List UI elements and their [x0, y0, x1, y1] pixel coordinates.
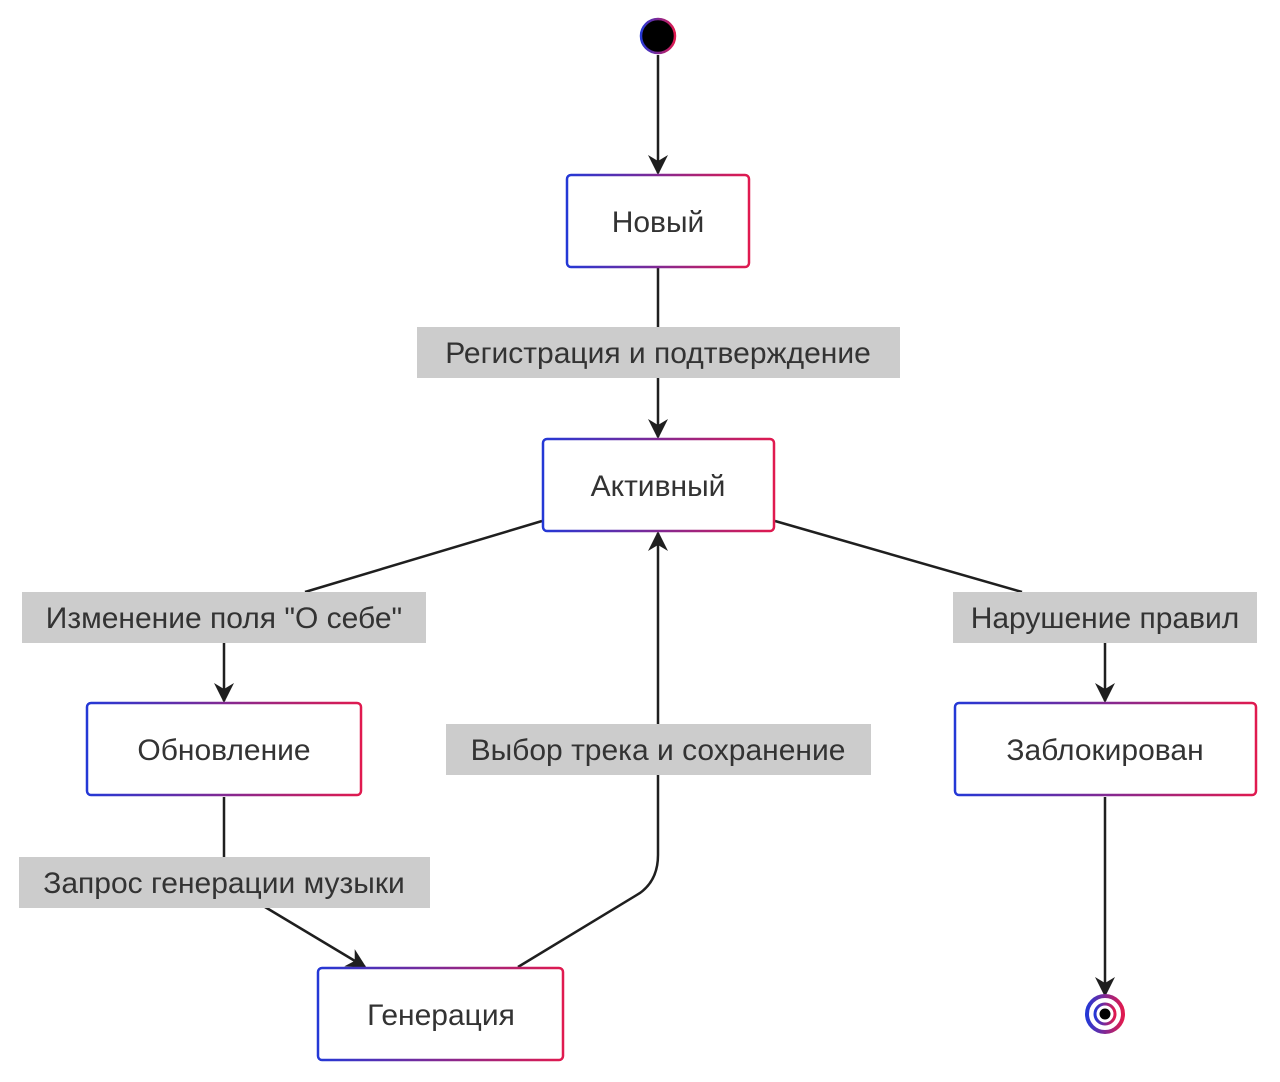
edge-label-violation-text: Нарушение правил [971, 602, 1240, 635]
state-update[interactable]: Обновление [85, 701, 363, 797]
state-blocked-label: Заблокирован [1006, 734, 1203, 767]
state-new-label: Новый [612, 206, 705, 239]
state-generation-label: Генерация [367, 999, 515, 1032]
state-blocked[interactable]: Заблокирован [953, 701, 1258, 797]
edge-label-register: Регистрация и подтверждение [417, 327, 900, 378]
edge-label-register-text: Регистрация и подтверждение [445, 337, 871, 370]
edge-label-violation: Нарушение правил [953, 592, 1257, 643]
state-new[interactable]: Новый [565, 173, 751, 269]
end-state-marker [1085, 994, 1125, 1034]
edge-label-request-generation-text: Запрос генерации музыки [43, 867, 405, 900]
start-state-dot [639, 17, 677, 55]
edge-active-to-update [224, 519, 543, 701]
edge-label-choose-track-text: Выбор трека и сохранение [471, 734, 846, 767]
edge-label-request-generation: Запрос генерации музыки [19, 857, 430, 908]
edge-label-edit-about: Изменение поля "О себе" [22, 592, 426, 643]
state-update-label: Обновление [137, 734, 310, 767]
edge-update-to-generation [222, 797, 365, 967]
edge-generation-to-active [517, 531, 668, 969]
edge-label-edit-about-text: Изменение поля "О себе" [46, 602, 402, 635]
edge-label-choose-track: Выбор трека и сохранение [446, 724, 871, 775]
state-active[interactable]: Активный [541, 437, 776, 533]
state-generation[interactable]: Генерация [316, 966, 565, 1062]
edge-active-to-blocked [774, 519, 1105, 701]
state-active-label: Активный [591, 470, 726, 503]
